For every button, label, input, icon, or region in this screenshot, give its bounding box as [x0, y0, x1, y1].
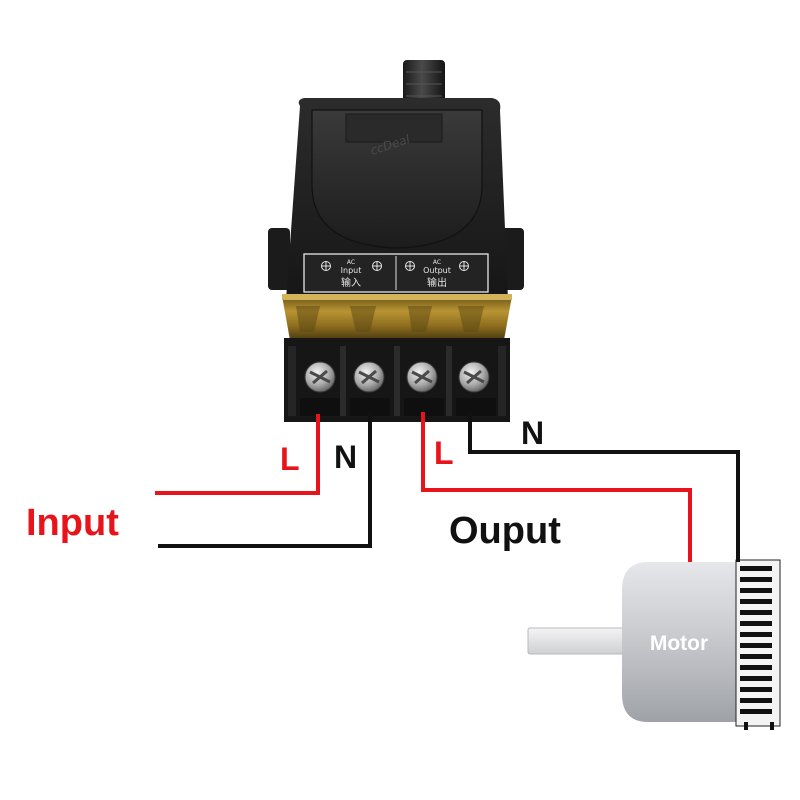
plus-icon	[372, 261, 382, 271]
motor-cooling-fins	[740, 566, 772, 714]
plus-icon	[405, 261, 415, 271]
input-neutral-wire	[158, 414, 372, 548]
terminal-screw	[406, 361, 438, 393]
panel-output-cn-label: 输出	[427, 276, 447, 289]
output-label: Ouput	[449, 510, 561, 552]
plus-icon	[459, 261, 469, 271]
input-label: Input	[26, 502, 119, 544]
terminal-screw	[304, 361, 336, 393]
motor: Motor	[527, 559, 781, 730]
input-neutral-label: N	[334, 439, 357, 475]
panel-ac-right: AC	[433, 259, 441, 266]
panel-output-label: Output	[423, 266, 451, 275]
output-neutral-label: N	[521, 415, 544, 451]
panel-input-cn-label: 输入	[341, 276, 361, 289]
relay-lid	[311, 109, 483, 249]
input-live-label: L	[280, 441, 300, 477]
terminal-screw	[353, 361, 385, 393]
antenna	[403, 60, 445, 108]
relay-module: ccDeal AC Input 输入 AC Output 输出	[268, 60, 524, 422]
output-neutral-wire	[468, 410, 740, 562]
terminal-cover	[282, 294, 512, 340]
lid-label-slot	[345, 113, 443, 143]
motor-body	[622, 562, 740, 722]
terminal-screw	[458, 361, 490, 393]
terminal-label-panel: AC Input 输入 AC Output 输出	[303, 253, 489, 293]
mounting-ear-left	[268, 228, 290, 290]
wires	[155, 410, 740, 562]
panel-input-label: Input	[341, 266, 362, 275]
input-live-wire	[155, 414, 320, 495]
output-live-wire	[421, 412, 692, 562]
motor-label: Motor	[650, 632, 708, 655]
motor-shaft	[527, 627, 633, 655]
panel-ac-left: AC	[347, 259, 355, 266]
plus-icon	[321, 261, 331, 271]
output-live-label: L	[434, 435, 454, 471]
